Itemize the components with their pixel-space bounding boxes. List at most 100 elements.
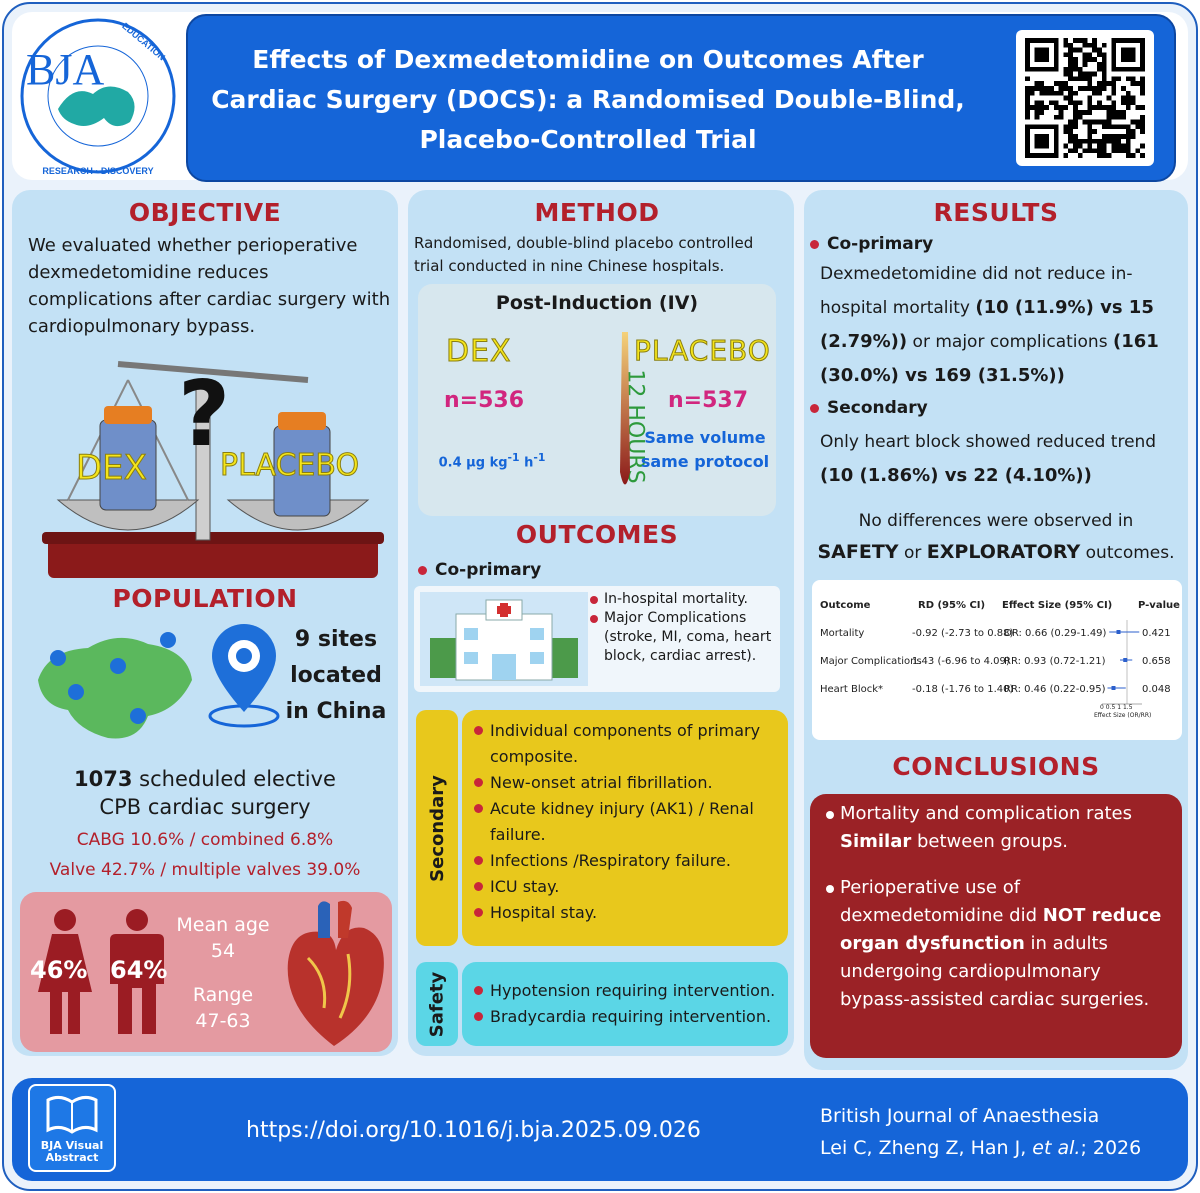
no-differences-text: No differences were observed in SAFETY o… — [804, 506, 1188, 569]
qr-module — [1106, 114, 1112, 120]
qr-code[interactable] — [1016, 30, 1154, 166]
qr-module — [1097, 100, 1102, 106]
method-outcomes-panel: METHOD Randomised, double-blind placebo … — [408, 190, 794, 1056]
qr-module — [1106, 124, 1112, 130]
coprimary-bold-b: (161 (30.0%) vs 169 (31.5%)) — [820, 331, 1159, 386]
qr-module — [1073, 114, 1078, 120]
qr-module — [1087, 76, 1093, 82]
conclusion-item: Mortality and complication rates Similar… — [826, 800, 1168, 856]
qr-module — [1121, 143, 1126, 149]
forest-point — [1116, 630, 1121, 634]
qr-module — [1106, 81, 1112, 86]
logo-text: BJA — [26, 45, 105, 94]
age-range: Range 47-63 — [168, 982, 278, 1034]
qr-module — [1073, 110, 1078, 115]
dex-dose-sup-2: -1 — [533, 451, 546, 464]
qr-module — [1087, 143, 1093, 149]
qr-module — [1116, 110, 1121, 115]
qr-module — [1058, 86, 1064, 91]
qr-module — [1087, 100, 1093, 106]
qr-module — [1121, 124, 1126, 130]
qr-module — [1121, 110, 1126, 115]
qr-module — [1077, 47, 1083, 53]
qr-module — [1092, 119, 1097, 125]
qr-module — [1087, 52, 1093, 58]
qr-module — [1140, 153, 1145, 158]
qr-module — [1087, 138, 1093, 144]
balance-placebo-label: PLACEBO — [219, 448, 360, 484]
qr-module — [1068, 52, 1073, 58]
location-pin-icon — [204, 620, 284, 730]
coprimary-outcome-list: In-hospital mortality. Major Complicatio… — [590, 590, 776, 666]
age-range-label: Range — [192, 984, 254, 1006]
qr-module — [1121, 95, 1126, 101]
qr-module — [1082, 110, 1088, 115]
qr-module — [1135, 105, 1141, 110]
qr-module — [1111, 105, 1117, 110]
et-al: et al. — [1032, 1137, 1081, 1159]
secondary-tab: Secondary — [416, 710, 458, 946]
qr-module — [1101, 105, 1107, 110]
no-diff-exploratory: EXPLORATORY — [926, 541, 1081, 563]
list-item: Bradycardia requiring intervention. — [472, 1004, 778, 1030]
qr-module — [1116, 138, 1121, 144]
qr-module — [1092, 42, 1097, 48]
qr-module — [1106, 110, 1112, 115]
authors: Lei C, Zheng Z, Han J, — [820, 1137, 1033, 1159]
male-icon — [110, 909, 164, 1034]
doi-link[interactable]: https://doi.org/10.1016/j.bja.2025.09.02… — [246, 1118, 701, 1143]
qr-module — [1125, 100, 1131, 106]
table-cell-outcome: Heart Block* — [820, 684, 884, 695]
qr-module — [1087, 57, 1093, 62]
table-header-rd: RD (95% CI) — [918, 600, 986, 611]
heart-icon — [287, 900, 384, 1046]
secondary-text: Only heart block showed reduced trend — [820, 432, 1157, 452]
qr-module — [1130, 81, 1136, 86]
qr-module — [1097, 148, 1102, 154]
table-cell-effect: RR: 0.46 (0.22-0.95) — [1004, 684, 1106, 695]
qr-module — [1082, 86, 1088, 91]
qr-module — [1097, 62, 1102, 67]
qr-module — [1077, 110, 1083, 115]
table-cell-effect: OR: 0.66 (0.29-1.49) — [1004, 628, 1107, 639]
qr-module — [1068, 76, 1073, 82]
conclusion-item: Perioperative use of dexmedetomidine did… — [826, 874, 1168, 1014]
qr-module — [1101, 66, 1107, 72]
results-title: RESULTS — [933, 198, 1059, 227]
qr-module — [1077, 143, 1083, 149]
qr-module — [1082, 148, 1088, 154]
qr-module — [1140, 143, 1145, 149]
post-induction-box: Post-Induction (IV) DEX n=536 0.4 µg kg-… — [418, 284, 776, 516]
qr-module — [1025, 110, 1030, 115]
year: ; 2026 — [1080, 1137, 1142, 1159]
qr-module — [1087, 95, 1093, 101]
table-cell-outcome: Major Complications — [820, 656, 922, 667]
table-cell-effect: RR: 0.93 (0.72-1.21) — [1004, 656, 1106, 667]
qr-module — [1130, 95, 1136, 101]
qr-module — [1140, 119, 1145, 125]
qr-module — [1087, 105, 1093, 110]
hospital-icon — [420, 592, 588, 686]
qr-module — [1106, 119, 1112, 125]
qr-module — [1101, 62, 1107, 67]
qr-module — [1101, 138, 1107, 144]
qr-module — [1068, 138, 1073, 144]
forest-point — [1111, 686, 1116, 690]
qr-module — [1025, 86, 1030, 91]
bullet-icon — [418, 565, 427, 575]
outcomes-coprimary-label: Co-primary — [418, 560, 541, 580]
qr-module — [1025, 76, 1030, 82]
safety-tab-label: Safety — [426, 971, 448, 1037]
demographics-box: 46% 64% Mean age 54 Range 47-63 — [20, 892, 392, 1052]
method-text: Randomised, double-blind placebo control… — [414, 234, 754, 275]
qr-module — [1097, 105, 1102, 110]
qr-module — [1068, 66, 1073, 72]
placebo-n: n=537 — [668, 388, 749, 413]
qr-module — [1130, 76, 1136, 82]
qr-module — [1063, 38, 1069, 43]
qr-module — [1034, 110, 1040, 115]
qr-module — [1087, 42, 1093, 48]
qr-module — [1068, 134, 1073, 139]
table-cell-rd: 1.43 (-6.96 to 4.09) — [912, 656, 1010, 667]
qr-module — [1125, 138, 1131, 144]
